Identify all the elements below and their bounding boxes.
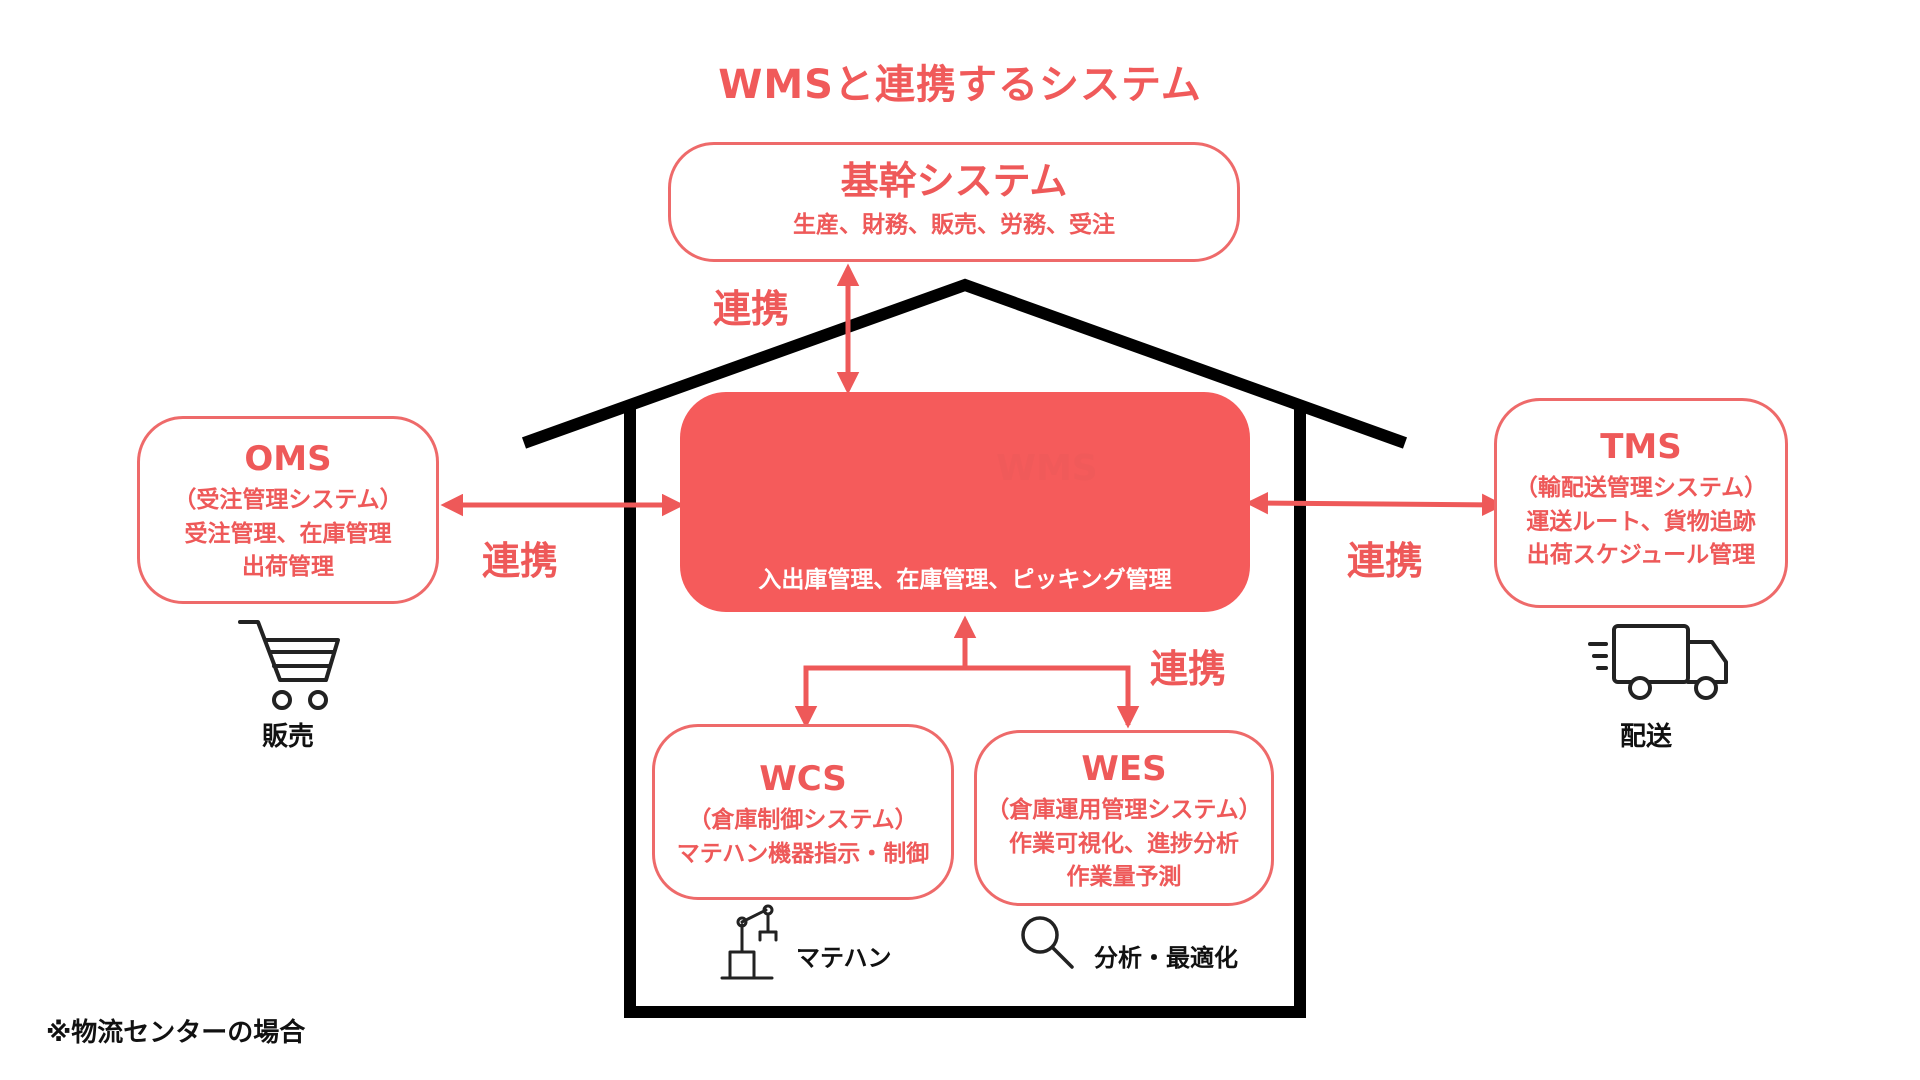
tms-icon-label: 配送 — [1620, 722, 1673, 752]
page-title: WMSと連携するシステム — [718, 62, 1202, 108]
tms-line-2: 運送ルート、貨物追跡 — [1526, 508, 1756, 535]
wcs-line-1: （倉庫制御システム） — [688, 807, 918, 834]
wcs-name: WCS — [759, 759, 847, 799]
magnifier-icon — [1021, 916, 1074, 969]
wes-line-1: （倉庫運用管理システム） — [986, 797, 1262, 824]
link-label-left: 連携 — [482, 539, 559, 583]
oms-line-2: 受注管理、在庫管理 — [184, 520, 392, 547]
oms-name: OMS — [244, 439, 332, 479]
wcs-line-2: マテハン機器指示・制御 — [676, 840, 930, 867]
oms-line-1: （受注管理システム） — [173, 487, 403, 514]
erp-box: 基幹システム 生産、財務、販売、労務、受注 — [668, 142, 1240, 262]
wcs-box: WCS （倉庫制御システム） マテハン機器指示・制御 — [652, 724, 954, 900]
link-label-top: 連携 — [713, 287, 790, 331]
oms-line-3: 出荷管理 — [242, 554, 334, 581]
oms-icon-label: 販売 — [262, 722, 315, 752]
footnote: ※物流センターの場合 — [46, 1018, 306, 1048]
wes-name: WES — [1081, 749, 1167, 789]
tms-name: TMS — [1600, 427, 1682, 467]
link-arrows — [440, 263, 1505, 729]
truck-icon — [1588, 624, 1728, 700]
arrow-wms-tms — [1245, 491, 1505, 517]
shopping-cart-icon — [238, 620, 340, 710]
wes-box: WES （倉庫運用管理システム） 作業可視化、進捗分析 作業量予測 — [974, 730, 1274, 906]
arrow-branch — [803, 665, 1131, 725]
oms-box: OMS （受注管理システム） 受注管理、在庫管理 出荷管理 — [137, 416, 439, 604]
erp-desc: 生産、財務、販売、労務、受注 — [793, 211, 1115, 238]
link-label-bottom: 連携 — [1150, 647, 1227, 691]
link-label-right: 連携 — [1347, 539, 1424, 583]
erp-name: 基幹システム — [840, 159, 1068, 203]
warehouse-house — [521, 278, 1408, 1018]
wes-line-2: 作業可視化、進捗分析 — [1009, 830, 1239, 857]
tms-box: TMS （輸配送管理システム） 運送ルート、貨物追跡 出荷スケジュール管理 — [1494, 398, 1788, 608]
wms-name: WMS — [996, 448, 1098, 489]
tms-line-3: 出荷スケジュール管理 — [1526, 542, 1756, 569]
robot-arm-icon — [720, 904, 778, 980]
wms-desc: 入出庫管理、在庫管理、ピッキング管理 — [758, 567, 1172, 593]
wms-core-box: WMS 入出庫管理、在庫管理、ピッキング管理 — [680, 392, 1250, 612]
tms-line-1: （輸配送管理システム） — [1514, 475, 1768, 502]
wes-icon-label: 分析・最適化 — [1094, 944, 1238, 972]
wes-line-3: 作業量予測 — [1066, 864, 1182, 891]
wcs-icon-label: マテハン — [796, 944, 892, 972]
